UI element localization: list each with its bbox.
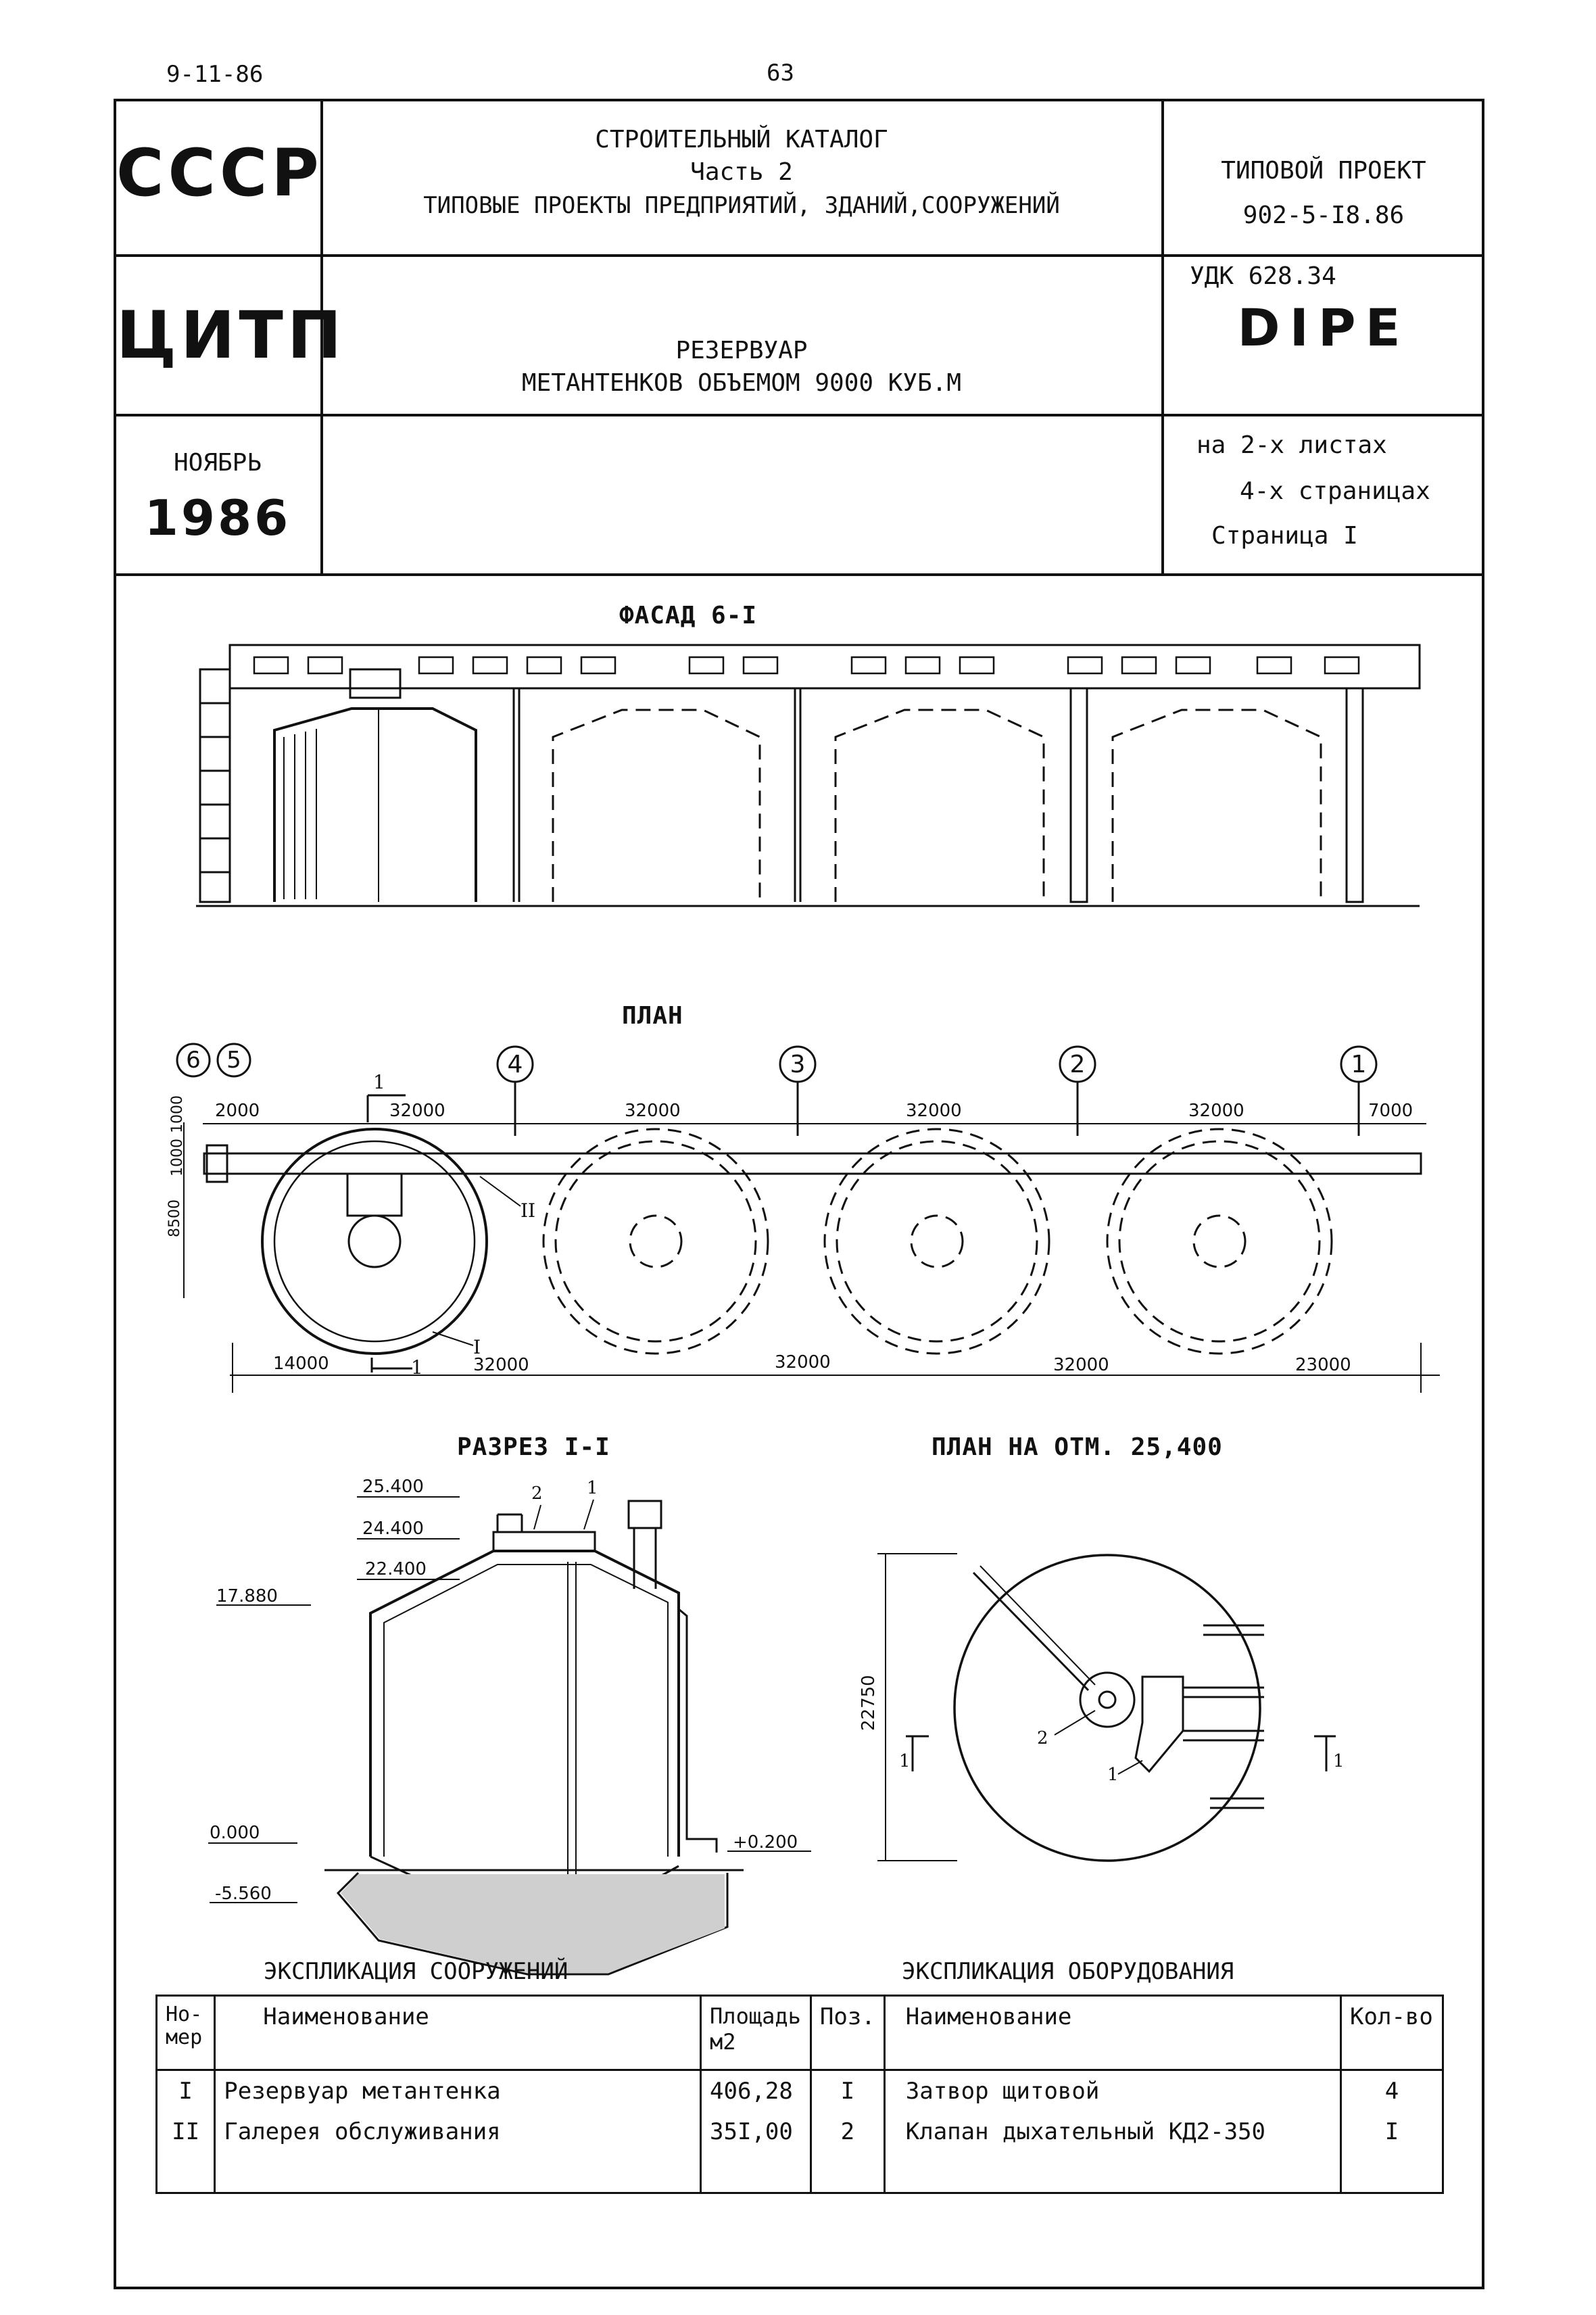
level-17880: 17.880 xyxy=(216,1586,278,1606)
plan-dim-bottom-3: 32000 xyxy=(775,1352,831,1373)
issue-year: 1986 xyxy=(144,490,291,546)
page-number: 63 xyxy=(767,59,794,87)
structure-number: I xyxy=(155,2069,216,2111)
header-structure-name: Наименование xyxy=(214,1995,702,2071)
title-divider-left xyxy=(320,99,323,575)
catalog-section: ТИПОВЫЕ ПРОЕКТЫ ПРЕДПРИЯТИЙ, ЗДАНИЙ,СООР… xyxy=(423,192,1060,219)
title-rule-3 xyxy=(114,573,1484,576)
plan-dim-top-1: 2000 xyxy=(215,1101,260,1121)
project-number: 902-5-I8.86 xyxy=(1242,201,1405,229)
table-header-row: Но-мер Наименование Площадь м2 Поз. Наим… xyxy=(155,1995,1444,2071)
section-mark-top: 1 xyxy=(373,1071,385,1093)
equipment-position: 2 xyxy=(809,2111,886,2194)
axis-6: 6 xyxy=(186,1047,201,1074)
structure-name: Резервуар метантенка xyxy=(214,2069,702,2111)
axis-5: 5 xyxy=(226,1047,241,1074)
section-title: РАЗРЕЗ I-I xyxy=(457,1433,610,1461)
header-equipment-name: Наименование xyxy=(883,1995,1343,2071)
equipment-name: Затвор щитовой xyxy=(883,2069,1343,2111)
org-citp: ЦИТП xyxy=(116,297,346,373)
issue-month: НОЯБРЬ xyxy=(173,449,262,477)
structures-table-title: ЭКСПЛИКАЦИЯ СООРУЖЕНИЙ xyxy=(264,1958,569,1985)
gallery-windows xyxy=(253,656,1360,675)
level-0000: 0.000 xyxy=(210,1823,260,1843)
header-quantity: Кол-во xyxy=(1340,1995,1444,2071)
plan-level-section-left: 1 xyxy=(899,1751,911,1771)
plan-mark-I: I xyxy=(473,1336,481,1358)
structure-number: II xyxy=(155,2111,216,2194)
equipment-table-title: ЭКСПЛИКАЦИЯ ОБОРУДОВАНИЯ xyxy=(902,1958,1234,1985)
level-plus-0200: +0.200 xyxy=(733,1832,798,1853)
equipment-position: I xyxy=(809,2069,886,2111)
facade-title: ФАСАД 6-I xyxy=(619,602,758,629)
catalog-code: DIPE xyxy=(1237,297,1410,358)
equipment-name: Клапан дыхательный КД2-350 xyxy=(883,2111,1343,2194)
axis-1: 1 xyxy=(1351,1051,1367,1078)
document-code: 9-11-86 xyxy=(166,61,264,88)
title-rule-2 xyxy=(114,414,1484,416)
table-row: I Резервуар метантенка 406,28 I Затвор щ… xyxy=(155,2069,1444,2111)
tanks-dashed xyxy=(552,709,1322,902)
plan-title: ПЛАН xyxy=(622,1002,683,1030)
project-label: ТИПОВОЙ ПРОЕКТ xyxy=(1221,157,1426,185)
axis-2: 2 xyxy=(1069,1051,1086,1078)
plan-level-section-right: 1 xyxy=(1333,1751,1345,1771)
plan-dim-top-5: 32000 xyxy=(1188,1101,1244,1121)
equipment-quantity: 4 xyxy=(1340,2069,1444,2111)
gallery-beam xyxy=(228,644,1421,690)
drawing-frame xyxy=(114,99,1484,2289)
table-row: II Галерея обслуживания 35I,00 2 Клапан … xyxy=(155,2111,1444,2194)
equipment-quantity: I xyxy=(1340,2111,1444,2194)
sheet-count: на 2-х листах xyxy=(1196,431,1387,459)
title-divider-right xyxy=(1161,99,1164,575)
plan-mark-II: II xyxy=(521,1199,536,1222)
current-page: Страница I xyxy=(1211,522,1358,550)
plan-dim-bottom-2: 32000 xyxy=(473,1355,529,1375)
structure-name: Галерея обслуживания xyxy=(214,2111,702,2194)
stair-tower xyxy=(199,668,231,903)
plan-dim-top-6: 7000 xyxy=(1368,1101,1413,1121)
udk-code: УДК 628.34 xyxy=(1190,262,1336,290)
plan-dim-top-3: 32000 xyxy=(625,1101,681,1121)
plan-dim-top-4: 32000 xyxy=(906,1101,962,1121)
level-25400: 25.400 xyxy=(362,1477,424,1497)
section-mark-2: 2 xyxy=(531,1483,543,1504)
plan-dim-bottom-4: 32000 xyxy=(1053,1355,1109,1375)
object-title-2: МЕТАНТЕНКОВ ОБЪЕМОМ 9000 КУБ.М xyxy=(521,369,962,397)
catalog-title: СТРОИТЕЛЬНЫЙ КАТАЛОГ xyxy=(595,126,888,153)
structure-area: 406,28 xyxy=(700,2069,812,2111)
object-title-1: РЕЗЕРВУАР xyxy=(675,337,808,364)
plan-level-mark-1: 1 xyxy=(1107,1765,1119,1785)
page-count: 4-х страницах xyxy=(1240,477,1430,505)
level-22400: 22.400 xyxy=(365,1559,427,1579)
org-ussr: СССР xyxy=(116,135,323,211)
plan-dim-bottom-1: 14000 xyxy=(273,1354,329,1374)
explication-table: Но-мер Наименование Площадь м2 Поз. Наим… xyxy=(155,1995,1444,2194)
plan-level-mark-2: 2 xyxy=(1037,1728,1048,1748)
header-number: Но-мер xyxy=(155,1995,216,2071)
section-mark-1: 1 xyxy=(587,1478,598,1498)
tank-1-silhouette xyxy=(273,707,477,902)
title-rule-1 xyxy=(114,254,1484,257)
catalog-part: Часть 2 xyxy=(690,158,793,186)
header-area: Площадь м2 xyxy=(700,1995,812,2071)
plan-dim-bottom-5: 23000 xyxy=(1295,1355,1351,1375)
level-minus-5560: -5.560 xyxy=(215,1884,272,1904)
plan-dim-top-2: 32000 xyxy=(389,1101,445,1121)
section-mark-bottom: 1 xyxy=(411,1356,423,1379)
level-24400: 24.400 xyxy=(362,1519,424,1539)
structure-area: 35I,00 xyxy=(700,2111,812,2194)
plan-level-title: ПЛАН НА ОТМ. 25,400 xyxy=(932,1433,1223,1461)
header-position: Поз. xyxy=(809,1995,886,2071)
axis-4: 4 xyxy=(507,1051,523,1078)
footing-hatch xyxy=(341,1874,725,1973)
plan-level-dimension: 22750 xyxy=(859,1675,879,1731)
axis-3: 3 xyxy=(790,1051,806,1078)
